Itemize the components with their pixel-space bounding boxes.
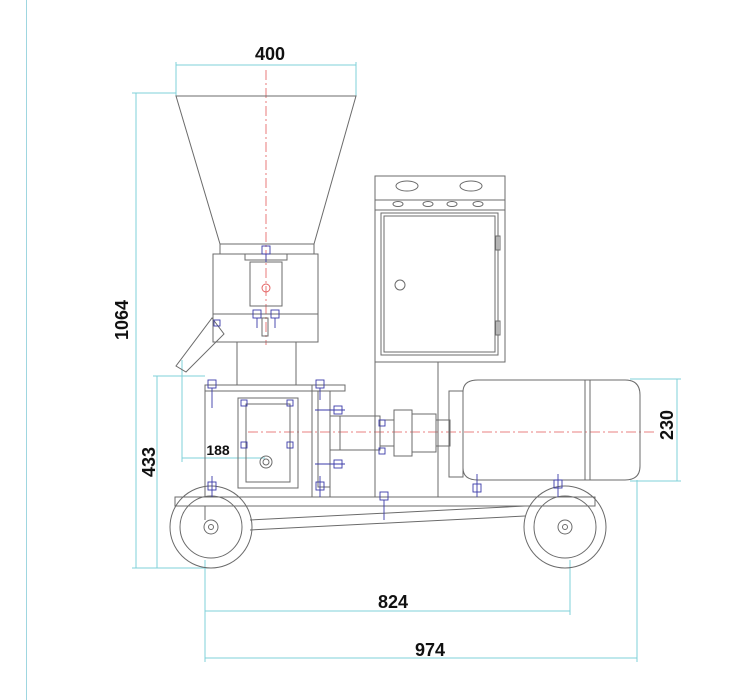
page-edge-line [26,0,27,700]
electric-motor [462,379,641,481]
control-box [374,175,506,363]
housing-collar [212,313,319,343]
door-handle [394,279,406,291]
coupling-flange [393,409,413,457]
bolts [207,245,563,520]
dim-label-total-height: 1064 [112,300,132,340]
dim-label-wheel-base: 824 [378,592,408,612]
discharge-chute [175,317,225,373]
dim-label-total-length: 974 [415,640,445,660]
control-box-door [380,212,499,356]
drain-plug [259,455,273,469]
dim-label-motor-height: 230 [657,410,677,440]
dim-label-base-height: 433 [139,447,159,477]
wheel-left [169,485,253,569]
wheel-right [523,485,607,569]
control-knob-right [459,180,483,192]
dim-label-hopper-width: 400 [255,44,285,64]
dim-label-offset: 188 [206,442,230,458]
base-frame [174,496,596,507]
center-lines [248,70,655,433]
dimension-lines [132,62,681,662]
machine-outline [169,95,641,569]
control-knob-left [395,180,419,192]
coupling-shaft [329,415,381,451]
